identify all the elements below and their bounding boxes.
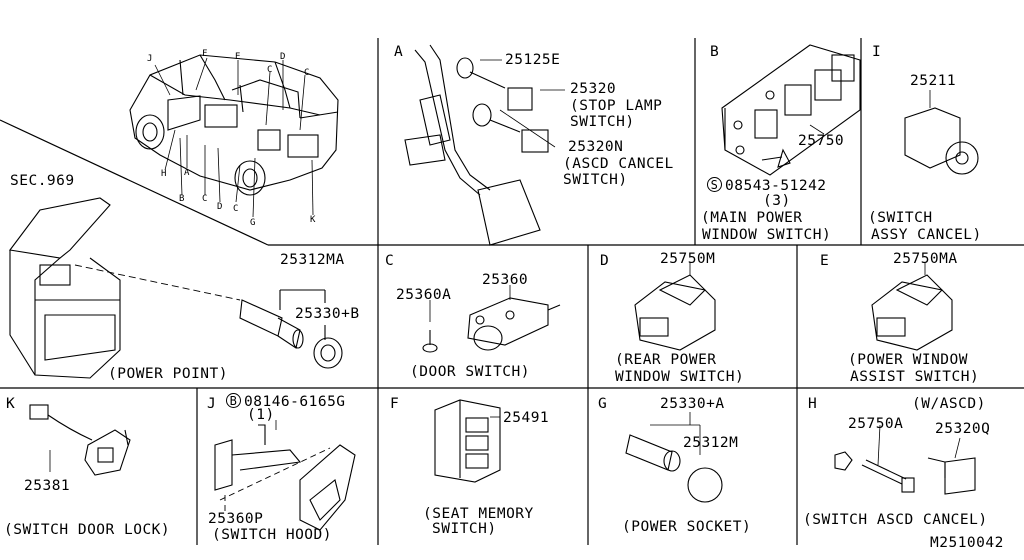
bolt-part-code: 08146-6165G [244,394,346,410]
vehicle-location-label: B [179,194,185,204]
panel-letter: J [207,396,217,412]
hood-switch-dashed-leaders [219,447,331,515]
vehicle-illustration [129,54,339,196]
part-number: 25211 [910,73,957,89]
vehicle-location-label: C [233,204,239,214]
panel-caption: (DOOR SWITCH) [410,364,530,380]
panel-caption: (SEAT MEMORY [423,506,534,522]
part-number: 25330+B [295,306,360,322]
sheet-id: M2510042 [930,535,1004,551]
ascd-cancel-illustration [834,424,976,495]
vehicle-location-label: G [250,218,256,228]
part-number: 25750 [798,133,845,149]
part-number: 25312M [683,435,739,451]
vehicle-location-label: E [235,52,241,62]
panel-letter: K [6,396,16,412]
sec-reference: SEC.969 [10,173,75,189]
vehicle-location-label: D [217,202,223,212]
part-number: 25360P [208,511,264,527]
panel-divider-lines [0,38,1024,545]
door-switch-illustration [422,285,561,353]
bolt-quantity: (3) [763,193,791,209]
part-number: 25750MA [893,251,958,267]
panel-caption: (SWITCH ASCD CANCEL) [803,512,988,528]
panel-caption: ASSIST SWITCH) [850,369,980,385]
part-description: SWITCH) [563,172,628,188]
panel-caption: (SWITCH HOOD) [212,527,332,543]
panel-caption: ASSY CANCEL) [871,227,982,243]
seat-memory-switch-illustration [434,399,501,483]
panel-b-leader [809,124,825,135]
vehicle-location-label: D [280,52,286,62]
bolt-part-code: 08543-51242 [725,178,827,194]
part-number: 25125E [505,52,561,68]
panel-caption: (REAR POWER [615,352,717,368]
panel-caption: (SWITCH DOOR LOCK) [4,522,171,538]
brake-pedal-illustration [404,44,549,246]
part-number: 25360 [482,272,529,288]
part-number: 25312MA [280,252,345,268]
rear-window-switch-illustration [634,262,716,351]
vehicle-location-label: H [161,169,167,179]
power-point-parts [239,289,343,369]
bolt-quantity: (1) [247,407,275,423]
vehicle-location-label: C [267,65,273,75]
panel-caption: (SWITCH [868,210,933,226]
panel-letter: C [385,253,395,269]
vehicle-location-label: J [147,54,153,64]
panel-caption: (POWER POINT) [108,366,228,382]
panel-caption: SWITCH) [432,521,497,537]
hood-switch-illustration [214,424,356,531]
vehicle-location-label: F [202,49,208,59]
vehicle-location-label: C [202,194,208,204]
part-number: 25750M [660,251,716,267]
part-number: 25381 [24,478,71,494]
vehicle-location-label: K [310,215,316,225]
part-number: 25360A [396,287,452,303]
panel-letter: I [872,44,882,60]
panel-letter: A [394,44,404,60]
panel-caption: WINDOW SWITCH) [615,369,745,385]
panel-letter: F [390,396,400,412]
panel-letter: H [808,396,818,412]
console-dashed-leader [74,264,241,301]
part-description: SWITCH) [570,114,635,130]
panel-letter: D [600,253,610,269]
vehicle-location-label: C [304,68,310,78]
variant-note: (W/ASCD) [912,396,986,412]
panel-letter: E [820,253,830,269]
part-number: 25320N [568,139,624,155]
console-illustration [9,197,121,379]
main-power-window-switch-illustration [721,44,861,176]
part-number: 25320 [570,81,617,97]
panel-letter: G [598,396,608,412]
part-number: 25750A [848,416,904,432]
vehicle-location-label: A [184,168,190,178]
part-number: 25330+A [660,396,725,412]
panel-caption: (MAIN POWER [701,210,803,226]
panel-caption: (POWER WINDOW [848,352,968,368]
panel-a-leader-lines [480,59,565,148]
part-description: (ASCD CANCEL [563,156,674,172]
door-lock-switch-illustration [29,404,131,476]
panel-caption: (POWER SOCKET) [622,519,752,535]
part-description: (STOP LAMP [570,98,663,114]
cancel-switch-illustration [904,90,979,175]
power-socket-illustration [625,412,723,503]
bolt-symbol: S [707,177,722,192]
bolt-symbol: B [226,393,241,408]
panel-letter: B [710,44,720,60]
assist-window-switch-illustration [871,262,953,351]
vehicle-leader-lines [154,57,314,218]
part-number: 25320Q [935,421,991,437]
panel-caption: WINDOW SWITCH) [702,227,832,243]
part-number: 25491 [503,410,550,426]
